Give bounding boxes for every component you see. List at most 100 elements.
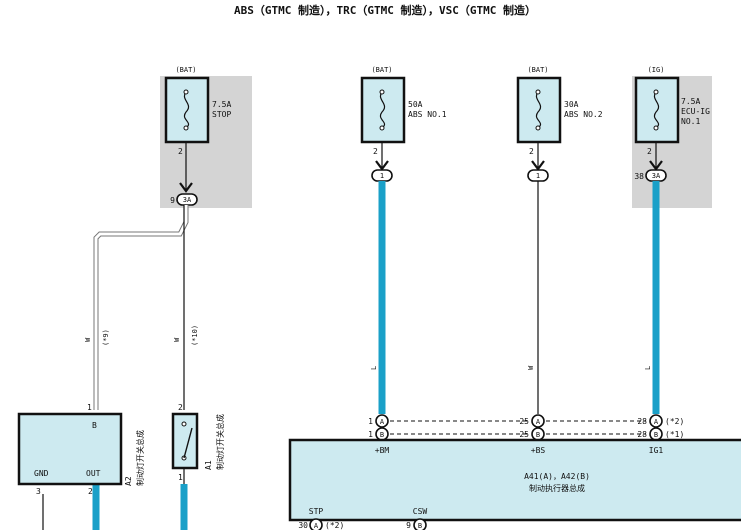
arrow-abs-no2 [531, 160, 545, 171]
connector-stop-pin: 9 [170, 196, 175, 205]
wire-label-w2: W [173, 337, 181, 342]
conn-bottom-stp-num: 30 [298, 521, 308, 530]
wire-label-w1: W [84, 337, 92, 342]
fuse-abs-no2-terminal-bot [535, 125, 541, 131]
a2-box [17, 412, 123, 486]
arrow-ecu-ig [649, 160, 663, 171]
fuse-abs-no2: (BAT) 30A ABS NO.2 2 [516, 66, 603, 156]
conn-bottom-csw-label: B [418, 522, 422, 530]
conn-a-bm-num: 1 [368, 417, 373, 426]
fuse-abs-no1-source: (BAT) [371, 66, 392, 74]
a2-pin-out-num: 2 [88, 487, 93, 496]
fuse-ecu-ig-symbol [653, 91, 660, 129]
conn-b-ig1-note: (*1) [665, 430, 684, 439]
conn-bottom-csw [413, 518, 427, 530]
conn-bottom-stp-note: (*2) [325, 521, 344, 530]
conn-a-bs [531, 414, 545, 428]
fuse-abs-no1-pin: 2 [373, 147, 378, 156]
a2-pin-b-num: 1 [87, 403, 92, 412]
conn-b-ig1-label: B [654, 431, 658, 439]
arrow-stop [179, 182, 193, 193]
fuse-stop-name: STOP [212, 110, 231, 119]
fuse-ecu-ig-terminal-top [653, 89, 659, 95]
a2-pin-gnd: GND [34, 469, 49, 478]
conn-a-ig1-label: A [654, 418, 659, 426]
a2-pin-gnd-num: 3 [36, 487, 41, 496]
actuator-box [288, 438, 741, 522]
connector-abs-no1-label: 1 [380, 172, 384, 180]
arrow-abs-no1 [375, 160, 389, 171]
fuse-ecu-ig-name2: NO.1 [681, 117, 700, 126]
actuator-pin-bs: +BS [531, 446, 546, 455]
conn-a-ig1 [649, 414, 663, 428]
fuse-abs-no1-terminal-bot [379, 125, 385, 131]
conn-b-bm-label: B [380, 431, 384, 439]
fuse-abs-no1: (BAT) 50A ABS NO.1 2 [360, 66, 447, 156]
conn-bottom-stp-label: A [314, 522, 319, 530]
conn-a-ig1-note: (*2) [665, 417, 684, 426]
fuse-abs-no2-symbol [535, 91, 542, 129]
fuse-stop-terminal-bot [183, 125, 189, 131]
wire-label-bm: L [370, 366, 378, 370]
conn-a-bm [375, 414, 389, 428]
a2-label-code: A2 [124, 476, 133, 486]
a2-label-name: 制动灯开关总成 [135, 430, 145, 486]
fuse-stop-pin: 2 [178, 147, 183, 156]
conn-bottom-stp [309, 518, 323, 530]
a1-pin-top: 2 [178, 403, 183, 412]
actuator-pin-stp: STP [309, 507, 324, 516]
fuse-abs-no1-name: ABS NO.1 [408, 110, 447, 119]
fuse-ecu-ig-name: ECU-IG [681, 107, 710, 116]
a2-pin-out: OUT [86, 469, 101, 478]
wire-note-10: (*10) [191, 325, 199, 346]
fuse-abs-no2-name: ABS NO.2 [564, 110, 603, 119]
conn-b-bs-label: B [536, 431, 540, 439]
conn-a-bs-label: A [536, 418, 541, 426]
connector-abs-no2-label: 1 [536, 172, 540, 180]
fuse-ecu-ig-terminal-bot [653, 125, 659, 131]
component-a2: 1 B GND OUT 3 2 A2 制动灯开关总成 [17, 403, 145, 496]
actuator-desc: 制动执行器总成 [529, 483, 585, 493]
fuse-stop-terminal-top [183, 89, 189, 95]
actuator-pin-bm: +BM [375, 446, 390, 455]
fuse-stop-symbol [183, 91, 190, 129]
fuse-stop-source: (BAT) [175, 66, 196, 74]
wire-white-outer [93, 205, 189, 410]
fuse-abs-no2-rating: 30A [564, 100, 579, 109]
connector-ecu-ig-label: 3A [652, 172, 661, 180]
connector-abs-no2: 1 [527, 169, 549, 182]
component-a1: 2 1 A1 制动灯开关总成 [171, 403, 225, 484]
wire-white-inner [94, 205, 188, 410]
fuse-ecu-ig-source: (IG) [648, 66, 665, 74]
actuator-pin-ig1: IG1 [649, 446, 664, 455]
diagram-title: ABS（GTMC 制造），TRC（GTMC 制造），VSC（GTMC 制造） [234, 3, 536, 17]
connector-abs-no1: 1 [371, 169, 393, 182]
actuator-bottom-connectors: A 30 (*2) B 9 [298, 518, 427, 530]
conn-a-ig1-num: 28 [637, 417, 647, 426]
fuse-ecu-ig: (IG) 7.5A ECU-IG NO.1 2 [634, 66, 710, 156]
fuse-abs-no1-rating: 50A [408, 100, 423, 109]
connector-ecu-ig: 3A 38 [634, 169, 667, 182]
connector-stop: 3A 9 [170, 193, 198, 206]
fuse-stop-rating: 7.5A [212, 100, 231, 109]
wire-note-9: (*9) [102, 329, 110, 346]
fuse-abs-no1-terminal-top [379, 89, 385, 95]
fuse-stop: (BAT) 7.5A STOP 2 [164, 66, 231, 156]
a1-pin-bot: 1 [178, 473, 183, 482]
conn-b-bm-num: 1 [368, 430, 373, 439]
connector-ecu-ig-pin: 38 [634, 172, 644, 181]
fuse-abs-no2-pin: 2 [529, 147, 534, 156]
actuator-name: A41(A)，A42(B) [524, 472, 590, 481]
connector-stop-label: 3A [183, 196, 192, 204]
wire-label-bs: W [527, 365, 535, 370]
conn-a-bm-label: A [380, 418, 385, 426]
a1-label-code: A1 [204, 460, 213, 470]
actuator-pin-csw: CSW [413, 507, 428, 516]
fuse-ecu-ig-pin: 2 [647, 147, 652, 156]
wire-label-ig1: L [644, 366, 652, 370]
fuse-ecu-ig-rating: 7.5A [681, 97, 700, 106]
actuator-connectors: A 1 A 25 A 28 (*2) B 1 B 25 B 28 (*1) [368, 414, 684, 441]
a1-switch-lever [183, 427, 193, 459]
a2-pin-b: B [92, 421, 97, 430]
a1-label-name: 制动灯开关总成 [215, 414, 225, 470]
